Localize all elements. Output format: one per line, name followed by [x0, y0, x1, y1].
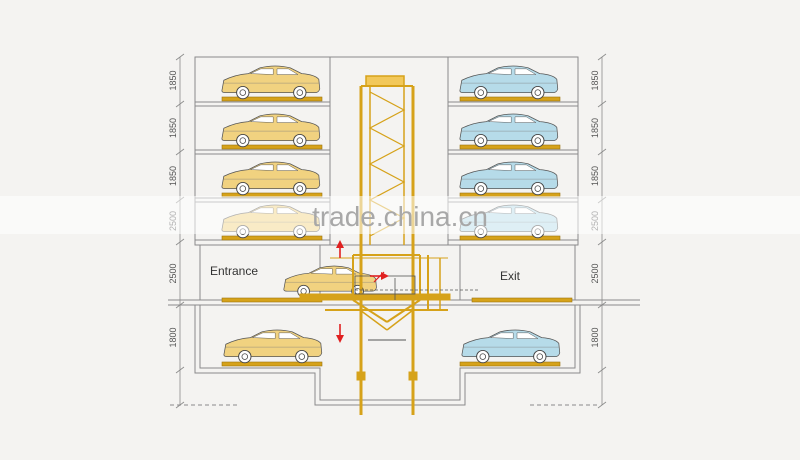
dimension-tick: [597, 238, 607, 246]
dimension-tick: [175, 148, 185, 156]
dimension-tick: [597, 53, 607, 61]
dimension-label-right: 2500: [590, 263, 600, 283]
pallets: [221, 96, 573, 367]
dimension-label-right: 1850: [590, 166, 600, 186]
dimension-label-left: 1800: [168, 327, 178, 347]
dimension-tick: [175, 53, 185, 61]
dimension-tick: [597, 100, 607, 108]
car-icon: [221, 113, 321, 148]
car-icon: [461, 329, 561, 364]
dimension-tick: [597, 401, 607, 409]
dimension-label-left: 1850: [168, 70, 178, 90]
car-icon: [221, 65, 321, 100]
dimension-tick: [597, 148, 607, 156]
car-icon: [221, 161, 321, 196]
dimension-tick: [175, 301, 185, 309]
dimension-tick: [597, 366, 607, 374]
dimension-tick: [175, 366, 185, 374]
watermark-text: trade.china.cn: [312, 201, 488, 232]
dimension-label-right: 1850: [590, 70, 600, 90]
car-icon: [459, 65, 559, 100]
dimension-tick: [597, 301, 607, 309]
car-icon: [223, 329, 323, 364]
entrance-label: Entrance: [210, 264, 258, 278]
car-icon: [283, 265, 377, 298]
car-icon: [459, 161, 559, 196]
dimension-tick: [175, 100, 185, 108]
dimension-label-left: 2500: [168, 263, 178, 283]
car-icon: [459, 113, 559, 148]
arrow-up-icon: [336, 240, 344, 258]
arrow-right-icon: [370, 271, 389, 283]
watermark-band: [0, 196, 800, 234]
dimension-label-right: 1800: [590, 327, 600, 347]
dimension-tick: [175, 238, 185, 246]
dimension-tick: [175, 401, 185, 409]
exit-label: Exit: [500, 269, 521, 283]
dimension-label-right: 1850: [590, 118, 600, 138]
dimension-label-left: 1850: [168, 118, 178, 138]
arrow-down-icon: [336, 324, 344, 343]
dimension-label-left: 1850: [168, 166, 178, 186]
